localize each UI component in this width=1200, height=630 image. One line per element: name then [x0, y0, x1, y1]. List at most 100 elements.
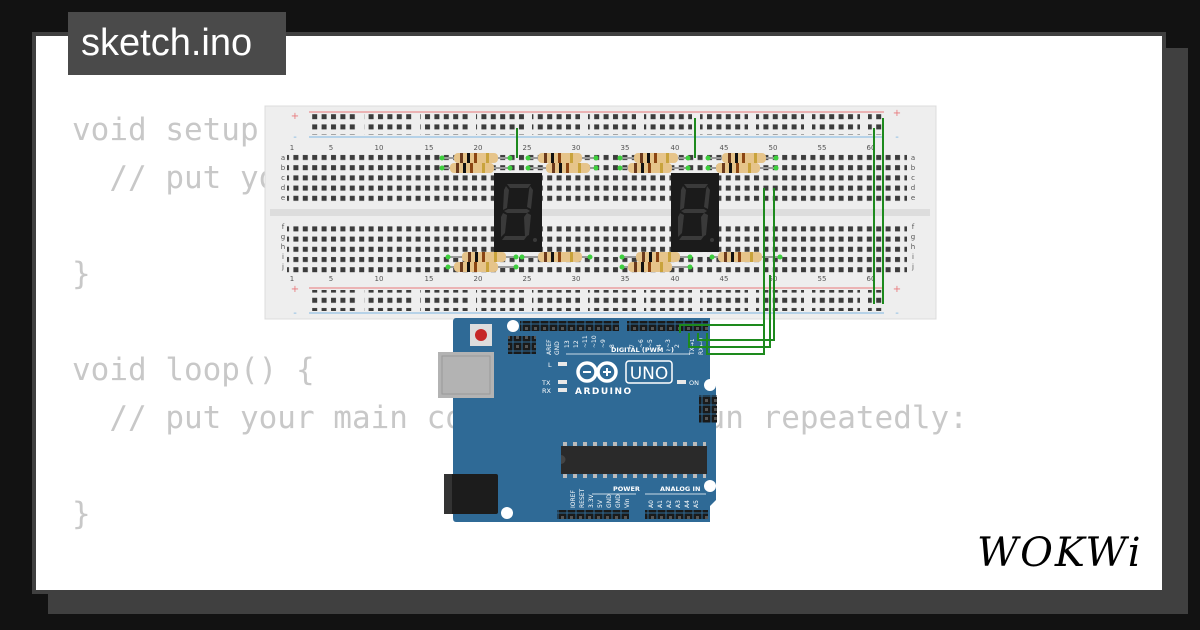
pin-label: 2 [674, 344, 681, 348]
column-number: 1 [290, 144, 294, 152]
row-letter: d [281, 184, 285, 192]
reset-button-cap[interactable] [475, 329, 487, 341]
rail-minus-label: - [293, 132, 297, 143]
wire [679, 188, 765, 333]
row-letter: f [912, 223, 915, 231]
rail-plus-label: + [291, 111, 299, 122]
pin-label: ~3 [665, 339, 672, 348]
pin-label-aref: AREF [546, 339, 553, 355]
resistor [617, 163, 691, 173]
column-number: 50 [769, 144, 778, 152]
column-number: 20 [474, 144, 483, 152]
led-label-on: ON [689, 379, 699, 387]
column-number: 55 [818, 275, 827, 283]
board-brand: ARDUINO [575, 387, 633, 397]
pin-label: A2 [666, 500, 673, 508]
pin-label: A1 [657, 500, 664, 508]
column-number: 15 [425, 144, 434, 152]
resistors [439, 153, 783, 272]
pin-label: GND [615, 494, 622, 508]
code-line: } [72, 496, 91, 532]
rail-minus-label: - [895, 132, 899, 143]
resistor [445, 262, 519, 272]
wire [688, 275, 771, 348]
digital-header-high [520, 321, 619, 331]
pin-label: 12 [573, 340, 580, 348]
row-letter: h [911, 243, 915, 251]
board-model: UNO [630, 364, 669, 384]
resistor [705, 153, 779, 163]
column-number: 60 [867, 144, 876, 152]
row-letter: e [281, 194, 285, 202]
row-letter: b [911, 164, 916, 172]
seven-segment-display [494, 173, 542, 252]
column-number: 40 [671, 144, 680, 152]
column-number: 10 [375, 144, 384, 152]
pin-label: 3.3V [588, 493, 595, 508]
column-number: 10 [375, 275, 384, 283]
row-letter: i [912, 253, 914, 261]
pin-label: RESET [579, 488, 586, 508]
wokwi-logo: WOKWi [977, 530, 1143, 576]
seven-segment-display [671, 173, 719, 252]
pin-label: 7 [629, 344, 636, 348]
row-letter: b [281, 164, 286, 172]
row-letter: h [281, 243, 285, 251]
pin-label: ~10 [591, 335, 598, 348]
code-line: void loop() { [72, 352, 315, 388]
column-number: 45 [720, 275, 729, 283]
microcontroller-chip [561, 442, 707, 478]
row-letter: i [282, 253, 284, 261]
row-letter: d [911, 184, 915, 192]
pin-label: 13 [564, 340, 571, 348]
pin-label: ~11 [582, 335, 589, 348]
pin-label: 8 [609, 344, 616, 348]
row-letter: g [281, 233, 285, 241]
rail-minus-label: - [293, 308, 297, 319]
column-number: 25 [523, 144, 532, 152]
column-number: 5 [329, 275, 333, 283]
pin-label: A5 [693, 500, 700, 508]
row-letter: c [281, 174, 285, 182]
pin-label: ~5 [647, 339, 654, 348]
rail-plus-label: + [291, 284, 299, 295]
column-number: 30 [572, 144, 581, 152]
resistor [439, 163, 513, 173]
row-letter: e [911, 194, 915, 202]
resistor [617, 153, 691, 163]
row-letter: a [281, 154, 285, 162]
column-number: 30 [572, 275, 581, 283]
pin-label: ~6 [638, 339, 645, 348]
icsp-header [699, 395, 717, 423]
digital-label: DIGITAL (PWM ~) [611, 346, 674, 354]
pin-label-gnd: GND [554, 341, 561, 355]
analog-label: ANALOG IN [660, 485, 700, 493]
resistor [445, 252, 519, 262]
resistor [619, 262, 693, 272]
digital-header-low [627, 321, 708, 331]
file-tab[interactable]: sketch.ino [68, 12, 286, 75]
pin-label: 4 [656, 344, 663, 348]
row-letter: j [911, 263, 914, 271]
resistor [619, 252, 693, 262]
row-letter: g [911, 233, 915, 241]
wire [706, 268, 765, 355]
pin-label: A0 [648, 500, 655, 508]
arduino-logo-icon [576, 361, 618, 383]
pin-label: Vin [624, 498, 631, 508]
analog-header [645, 510, 708, 519]
power-header [557, 510, 629, 519]
arduino-uno-board: AREF GND 13 12 ~11 ~10 ~9 8 7 ~6 ~5 4 ~3… [438, 318, 717, 522]
rail-plus-label: + [893, 108, 901, 119]
resistor [705, 163, 779, 173]
rail-plus-label: + [893, 284, 901, 295]
wokwi-wordmark: WOKWi [977, 530, 1143, 576]
code-line: } [72, 256, 91, 292]
column-number: 20 [474, 275, 483, 283]
row-letter: a [911, 154, 915, 162]
power-label: POWER [613, 485, 640, 493]
power-jack [444, 474, 498, 514]
pin-label: IOREF [570, 490, 577, 508]
column-number: 40 [671, 275, 680, 283]
wires [516, 118, 884, 355]
